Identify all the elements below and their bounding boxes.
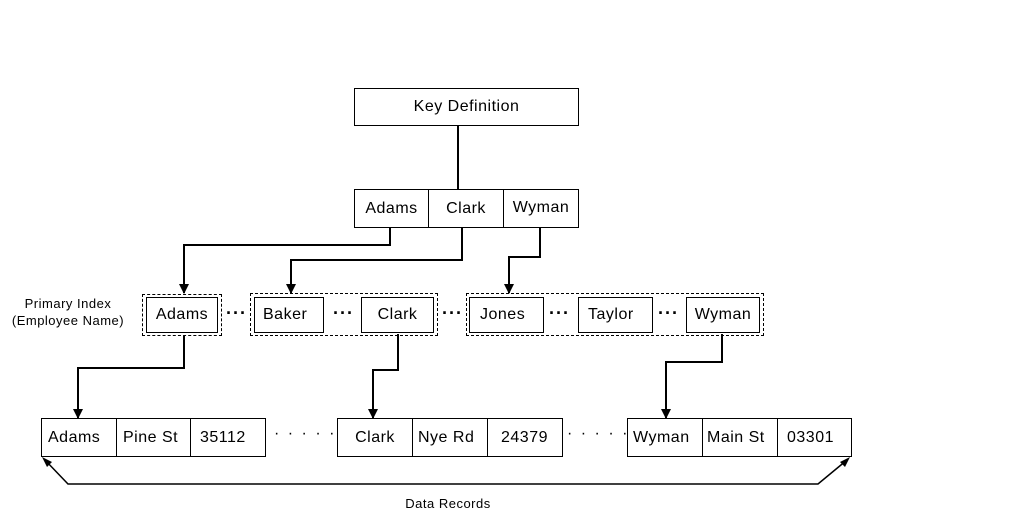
index-separator: ··· — [658, 303, 679, 323]
key-definition-label: Key Definition — [413, 98, 520, 115]
record-3-name: Wyman — [627, 418, 703, 457]
index-adams-arrow — [73, 336, 185, 419]
root-key-wyman: Wyman — [503, 189, 579, 228]
data-records-label: Data Records — [405, 496, 491, 511]
root-key-adams: Adams — [354, 189, 429, 228]
root-clark-arrow — [286, 227, 463, 294]
record-1-name: Adams — [41, 418, 117, 457]
record-separator: · · · · · · — [567, 425, 644, 442]
index-group-2 — [250, 293, 438, 336]
key-definition-box: Key Definition — [354, 88, 579, 126]
data-records-bracket — [44, 459, 848, 485]
record-field: Pine St — [123, 428, 179, 446]
index-key-label: Wyman — [694, 306, 752, 323]
index-key-baker: Baker — [254, 297, 324, 333]
index-key-adams: Adams — [146, 297, 218, 333]
record-field: Adams — [48, 428, 101, 446]
index-separator: ··· — [549, 303, 570, 323]
index-key-taylor: Taylor — [578, 297, 653, 333]
record-field: Nye Rd — [418, 428, 475, 446]
root-key-label: Clark — [446, 199, 486, 217]
index-key-label: Clark — [377, 306, 418, 323]
index-separator: ··· — [226, 303, 247, 323]
index-key-label: Taylor — [588, 306, 634, 323]
primary-index-label-line1: Primary Index — [24, 296, 112, 311]
index-key-label: Jones — [480, 306, 526, 323]
record-field: 24379 — [501, 428, 548, 446]
record-1-street: Pine St — [116, 418, 191, 457]
root-key-label: Adams — [365, 199, 418, 217]
record-2-name: Clark — [337, 418, 413, 457]
record-3-zip: 03301 — [777, 418, 852, 457]
index-key-jones: Jones — [469, 297, 544, 333]
root-key-clark: Clark — [428, 189, 504, 228]
record-field: Wyman — [633, 428, 690, 446]
index-key-clark: Clark — [361, 297, 434, 333]
index-separator: ··· — [442, 303, 463, 323]
root-key-label: Wyman — [512, 199, 570, 216]
record-separator: · · · · · · — [274, 425, 351, 442]
record-3-street: Main St — [702, 418, 778, 457]
record-field: 03301 — [787, 428, 834, 446]
root-wyman-arrow — [504, 227, 541, 294]
record-field: Main St — [707, 428, 765, 446]
index-group-1 — [142, 294, 222, 336]
record-1-zip: 35112 — [190, 418, 266, 457]
record-2-street: Nye Rd — [412, 418, 488, 457]
record-field: Clark — [355, 428, 395, 446]
primary-index-label-line2: (Employee Name) — [11, 312, 125, 328]
index-clark-arrow — [368, 334, 399, 419]
record-2-zip: 24379 — [487, 418, 563, 457]
bracket-left-arrowhead — [42, 457, 52, 467]
index-key-label: Adams — [155, 306, 209, 323]
index-separator: ··· — [333, 303, 354, 323]
index-key-label: Baker — [263, 306, 308, 323]
root-adams-arrow — [179, 227, 391, 294]
index-key-wyman: Wyman — [686, 297, 760, 333]
primary-index-label: Primary Index (Employee Name) — [0, 296, 136, 330]
record-field: 35112 — [200, 428, 246, 446]
bracket-right-arrowhead — [840, 457, 850, 467]
index-group-3 — [466, 293, 764, 336]
index-wyman-arrow — [661, 334, 723, 419]
